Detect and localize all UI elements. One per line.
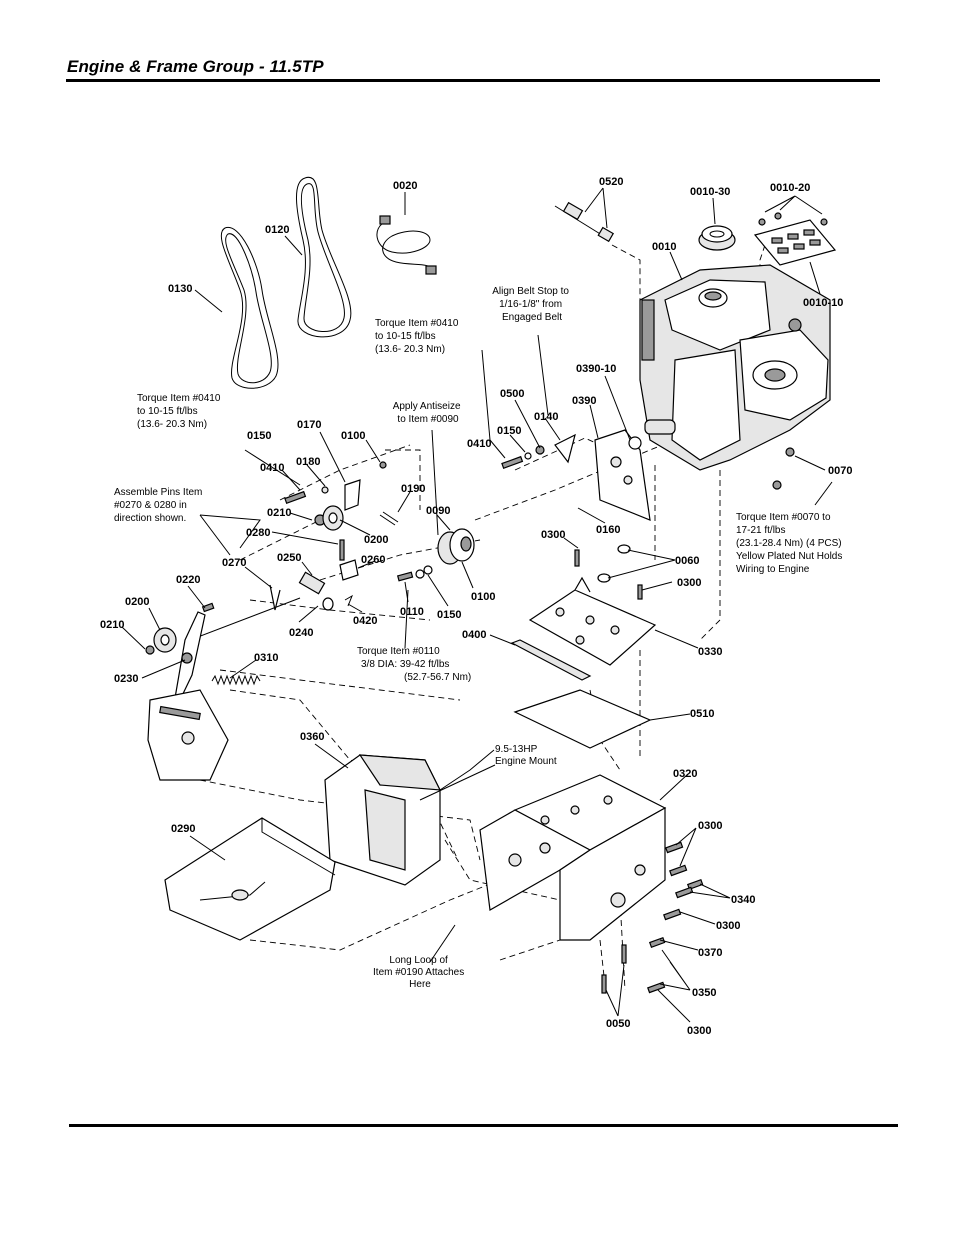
fuel-cap-0010-30-drawing	[698, 225, 736, 251]
shift-plate-drawing	[147, 689, 229, 781]
part-label-0010-20: 0010-20	[770, 182, 810, 194]
part-label-0100-upper: 0100	[341, 430, 365, 442]
header-rule	[66, 79, 880, 82]
part-label-0330: 0330	[698, 646, 722, 658]
part-label-0150-left: 0150	[247, 430, 271, 442]
part-label-0020: 0020	[393, 180, 417, 192]
spring-0310-drawing	[211, 674, 261, 686]
fuel-line-0520-drawing	[554, 201, 615, 243]
part-label-0230: 0230	[114, 673, 138, 685]
cover-plate-0010-20-drawing	[753, 212, 837, 266]
idler-arm-0170-drawing	[284, 461, 399, 531]
note-assemble-pins: Assemble Pins Item #0270 & 0280 in direc…	[114, 487, 205, 524]
part-label-0140: 0140	[534, 411, 558, 423]
part-label-0250: 0250	[277, 552, 301, 564]
leader-lines	[121, 187, 833, 1023]
belt-stop-0140-drawing	[501, 433, 576, 470]
part-label-0200-lower: 0200	[125, 596, 149, 608]
part-label-0370: 0370	[698, 947, 722, 959]
part-label-0390-10: 0390-10	[576, 363, 616, 375]
part-label-0300-frame-top: 0300	[698, 820, 722, 832]
belt-0120-drawing	[296, 176, 352, 338]
part-label-0200-upper: 0200	[364, 534, 388, 546]
pulley-0090-drawing	[437, 528, 475, 565]
note-torque-0070: Torque Item #0070 to 17-21 ft/lbs (23.1-…	[736, 512, 845, 575]
part-label-0150-upper: 0150	[497, 425, 521, 437]
part-label-0210-upper: 0210	[267, 507, 291, 519]
part-label-0300-plate: 0300	[677, 577, 701, 589]
note-torque-0410-upper: Torque Item #0410 to 10-15 ft/lbs (13.6-…	[375, 318, 461, 355]
part-label-0190: 0190	[401, 483, 425, 495]
part-label-0360: 0360	[300, 731, 324, 743]
note-torque-0410-left: Torque Item #0410 to 10-15 ft/lbs (13.6-…	[137, 393, 223, 430]
part-label-0510: 0510	[690, 708, 714, 720]
part-label-0070: 0070	[828, 465, 852, 477]
part-label-0410-upper: 0410	[467, 438, 491, 450]
part-label-0120: 0120	[265, 224, 289, 236]
power-cord-0020-drawing	[376, 215, 437, 275]
part-label-0410-left: 0410	[260, 462, 284, 474]
gasket-0510-drawing	[513, 689, 652, 749]
part-label-0110: 0110	[400, 606, 424, 618]
part-label-0390: 0390	[572, 395, 596, 407]
part-label-0160: 0160	[596, 524, 620, 536]
page-title: Engine & Frame Group - 11.5TP	[67, 57, 324, 76]
note-torque-0110: Torque Item #0110 3/8 DIA: 39-42 ft/lbs …	[357, 646, 471, 683]
assembly-notes: Align Belt Stop to 1/16-1/8" from Engage…	[114, 286, 845, 990]
part-label-0090: 0090	[426, 505, 450, 517]
part-label-0520: 0520	[599, 176, 623, 188]
part-label-0180: 0180	[296, 456, 320, 468]
bracket-0390-drawing	[594, 429, 651, 521]
part-label-0010: 0010	[652, 241, 676, 253]
footer-rule	[69, 1124, 898, 1127]
frame-bolts-drawing	[601, 447, 795, 994]
part-label-0260: 0260	[361, 554, 385, 566]
part-label-0210-lower: 0210	[100, 619, 124, 631]
engine-plate-0330-drawing	[510, 544, 657, 681]
part-label-0350: 0350	[692, 987, 716, 999]
part-label-0500: 0500	[500, 388, 524, 400]
washers-bolt-0110-drawing	[396, 565, 433, 582]
note-apply-antiseize: Apply Antiseize to Item #0090	[393, 401, 464, 425]
chute-housing-0360-drawing	[324, 754, 496, 886]
bottom-cover-0290-drawing	[164, 817, 336, 941]
part-label-0340: 0340	[731, 894, 755, 906]
part-label-0240: 0240	[289, 627, 313, 639]
part-label-0150-lower: 0150	[437, 609, 461, 621]
part-label-0130: 0130	[168, 283, 192, 295]
part-label-0310: 0310	[254, 652, 278, 664]
part-label-0010-10: 0010-10	[803, 297, 843, 309]
frame-0320-drawing	[479, 774, 667, 941]
part-label-0420: 0420	[353, 615, 377, 627]
note-engine-mount: 9.5-13HP Engine Mount	[495, 744, 557, 767]
engine-0010-drawing	[639, 264, 831, 471]
note-long-loop: Long Loop of Item #0190 Attaches Here	[373, 955, 467, 990]
part-label-0280: 0280	[246, 527, 270, 539]
part-label-0290: 0290	[171, 823, 195, 835]
part-label-0220: 0220	[176, 574, 200, 586]
part-label-0270: 0270	[222, 557, 246, 569]
part-label-0170: 0170	[297, 419, 321, 431]
part-label-0010-30: 0010-30	[690, 186, 730, 198]
part-label-0320: 0320	[673, 768, 697, 780]
part-label-0100-lower: 0100	[471, 591, 495, 603]
part-label-0050: 0050	[606, 1018, 630, 1030]
part-label-0060: 0060	[675, 555, 699, 567]
part-label-0300-frame-bottom: 0300	[687, 1025, 711, 1037]
note-align-belt-stop: Align Belt Stop to 1/16-1/8" from Engage…	[492, 286, 572, 323]
belt-0130-drawing	[220, 227, 279, 389]
part-label-0300-top: 0300	[541, 529, 565, 541]
part-label-0400: 0400	[462, 629, 486, 641]
shaft-pins-drawing	[298, 539, 359, 611]
part-label-0300-frame-mid: 0300	[716, 920, 740, 932]
part-labels: 0020 0520 0010-30 0010-20 0120 0010 0130…	[100, 176, 852, 1037]
